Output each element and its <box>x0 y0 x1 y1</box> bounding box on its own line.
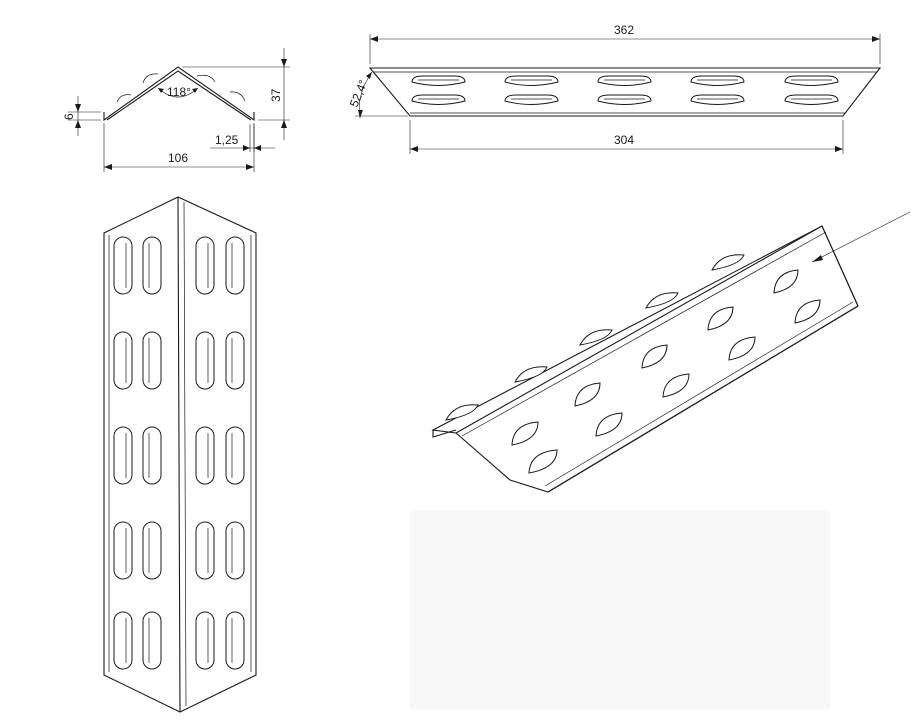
length-bottom-label: 304 <box>614 133 634 147</box>
length-top-label: 362 <box>614 23 634 37</box>
isometric-view <box>431 211 911 493</box>
iso-louvers-front <box>511 269 821 474</box>
elevation-slots <box>113 236 245 670</box>
thickness-label: 1,25 <box>215 133 239 147</box>
top-elevation-view <box>103 196 257 713</box>
louver-row-top <box>411 75 839 86</box>
end-angle-label: 52,4° <box>347 78 371 110</box>
side-length-view: 362 304 52,4° <box>347 23 882 154</box>
watermark <box>410 510 830 710</box>
flange-height-label: 6 <box>62 113 76 120</box>
louver-row-bottom <box>411 94 839 105</box>
front-profile-view: 118° 37 6 106 1,25 <box>62 48 290 172</box>
iso-louvers-top <box>445 254 745 421</box>
apex-angle-label: 118° <box>167 85 191 99</box>
height-label: 37 <box>269 88 283 102</box>
base-width-label: 106 <box>168 151 188 165</box>
